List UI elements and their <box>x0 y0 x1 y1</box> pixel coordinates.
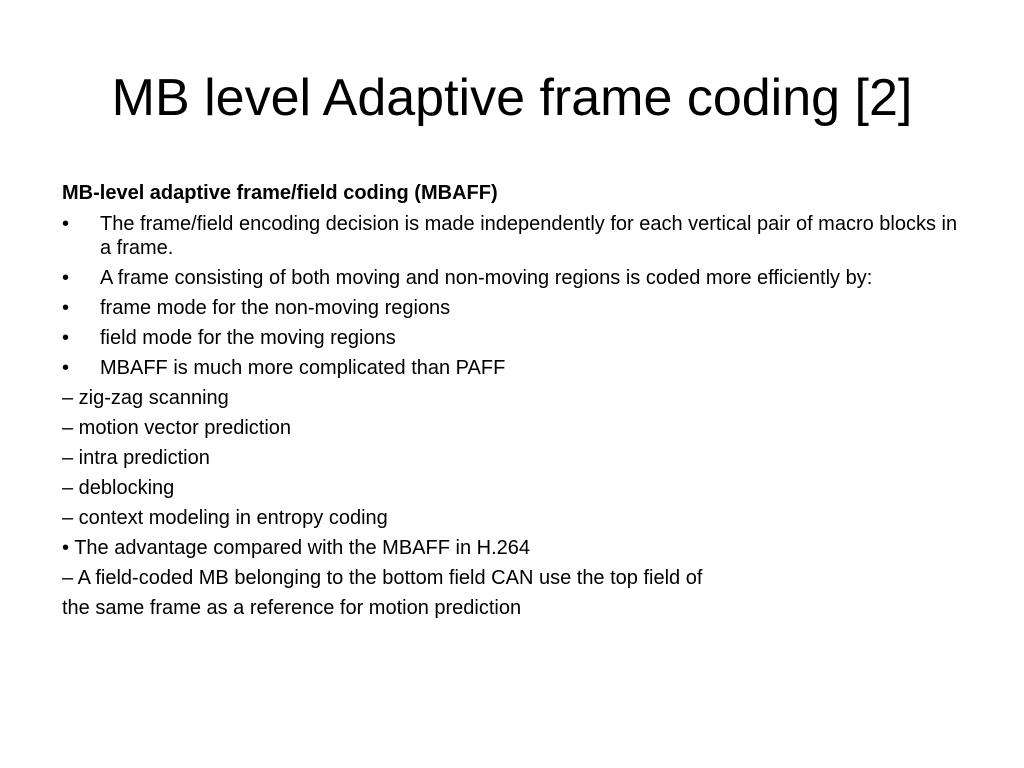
bullet-icon: • <box>62 297 70 319</box>
text-line: – deblocking <box>62 477 175 499</box>
slide-body: MB-level adaptive frame/field coding (MB… <box>62 181 972 626</box>
bullet-item: • MBAFF is much more complicated than PA… <box>62 356 972 380</box>
slide-title: MB level Adaptive frame coding [2] <box>111 69 913 127</box>
text-line: – context modeling in entropy coding <box>62 507 388 529</box>
bullet-icon: • <box>62 357 70 379</box>
text-line: the same frame as a reference for motion… <box>62 597 522 619</box>
text-line: • The advantage compared with the MBAFF … <box>62 537 530 559</box>
text-line: – A field-coded MB belonging to the bott… <box>62 567 703 589</box>
text-line: – zig-zag scanning <box>62 387 229 409</box>
bullet-item: • The frame/field encoding decision is m… <box>62 212 972 260</box>
bullet-text: The frame/field encoding decision is mad… <box>100 213 958 259</box>
bullet-text: A frame consisting of both moving and no… <box>100 267 873 289</box>
bullet-text: field mode for the moving regions <box>100 327 396 349</box>
bullet-text: MBAFF is much more complicated than PAFF <box>100 357 506 379</box>
text-line: – intra prediction <box>62 447 210 469</box>
bullet-icon: • <box>62 267 70 289</box>
bullet-text: frame mode for the non-moving regions <box>100 297 451 319</box>
text-line: – motion vector prediction <box>62 417 292 439</box>
bullet-item: • frame mode for the non-moving regions <box>62 296 972 320</box>
bullet-icon: • <box>62 213 70 235</box>
bullet-item: • field mode for the moving regions <box>62 326 972 350</box>
section-heading: MB-level adaptive frame/field coding (MB… <box>62 182 498 204</box>
bullet-item: • A frame consisting of both moving and … <box>62 266 972 290</box>
bullet-icon: • <box>62 327 70 349</box>
